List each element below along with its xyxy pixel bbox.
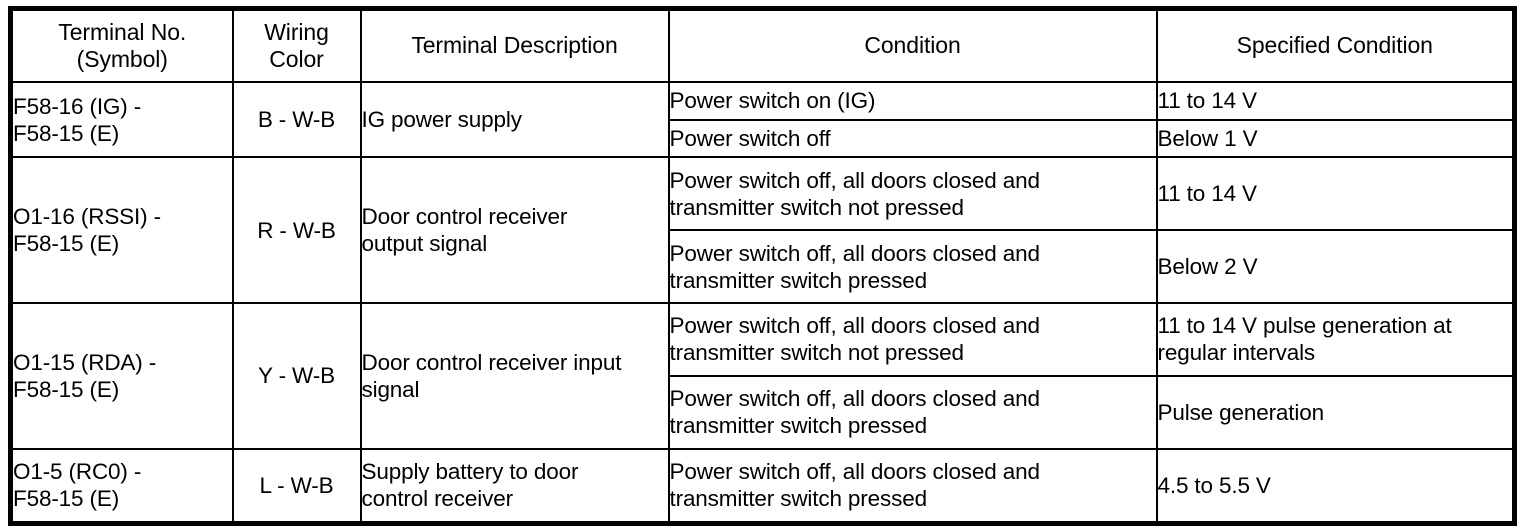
table-row: Power switch off, all doors closed and t… (11, 229, 1516, 305)
cell-condition: Power switch on (IG) (667, 81, 1158, 121)
cell-wiring-color: B - W-B (231, 80, 362, 159)
cell-specified-condition: 4.5 to 5.5 V (1155, 447, 1516, 525)
cell-condition: Power switch off, all doors closed and t… (667, 374, 1158, 450)
cell-terminal-description: Door control receiver output signal (359, 156, 670, 305)
column-header-terminal-description: Terminal Description (359, 7, 670, 83)
header-row: Terminal No. (Symbol) Wiring Color Termi… (9, 7, 1516, 83)
cell-terminal-no: O1-16 (RSSI) - F58-15 (E) (9, 156, 234, 305)
cell-condition: Power switch off, all doors closed and t… (667, 447, 1158, 525)
column-header-condition: Condition (667, 7, 1158, 83)
column-header-specified-condition: Specified Condition (1155, 7, 1516, 83)
cell-condition: Power switch off, all doors closed and t… (667, 156, 1158, 232)
cell-specified-condition: 11 to 14 V (1155, 156, 1516, 232)
cell-terminal-description: IG power supply (359, 80, 670, 159)
cell-specified-condition: Below 1 V (1155, 118, 1516, 159)
cell-wiring-color: L - W-B (231, 447, 362, 525)
cell-terminal-no: O1-15 (RDA) - F58-15 (E) (9, 302, 234, 450)
column-header-terminal-no: Terminal No. (Symbol) (9, 7, 234, 83)
cell-terminal-no: O1-5 (RC0) - F58-15 (E) (9, 447, 234, 525)
cell-wiring-color: Y - W-B (231, 302, 362, 450)
table-header: Terminal No. (Symbol) Wiring Color Termi… (9, 7, 1516, 83)
cell-specified-condition: Below 2 V (1155, 229, 1516, 305)
table-row: Power switch off, all doors closed and t… (11, 374, 1516, 450)
cell-wiring-color: R - W-B (231, 156, 362, 305)
cell-terminal-description: Door control receiver input signal (359, 302, 670, 450)
cell-specified-condition: Pulse generation (1155, 374, 1516, 450)
cell-terminal-no: F58-16 (IG) - F58-15 (E) (9, 80, 234, 159)
cell-condition: Power switch off (667, 118, 1158, 159)
column-header-wiring-color: Wiring Color (231, 7, 362, 83)
cell-condition: Power switch off, all doors closed and t… (667, 302, 1158, 377)
terminal-inspection-table: Terminal No. (Symbol) Wiring Color Termi… (8, 6, 1517, 526)
cell-condition: Power switch off, all doors closed and t… (667, 229, 1158, 305)
cell-terminal-description: Supply battery to door control receiver (359, 447, 670, 525)
cell-specified-condition: 11 to 14 V pulse generation at regular i… (1155, 302, 1516, 377)
cell-specified-condition: 11 to 14 V (1155, 81, 1516, 121)
